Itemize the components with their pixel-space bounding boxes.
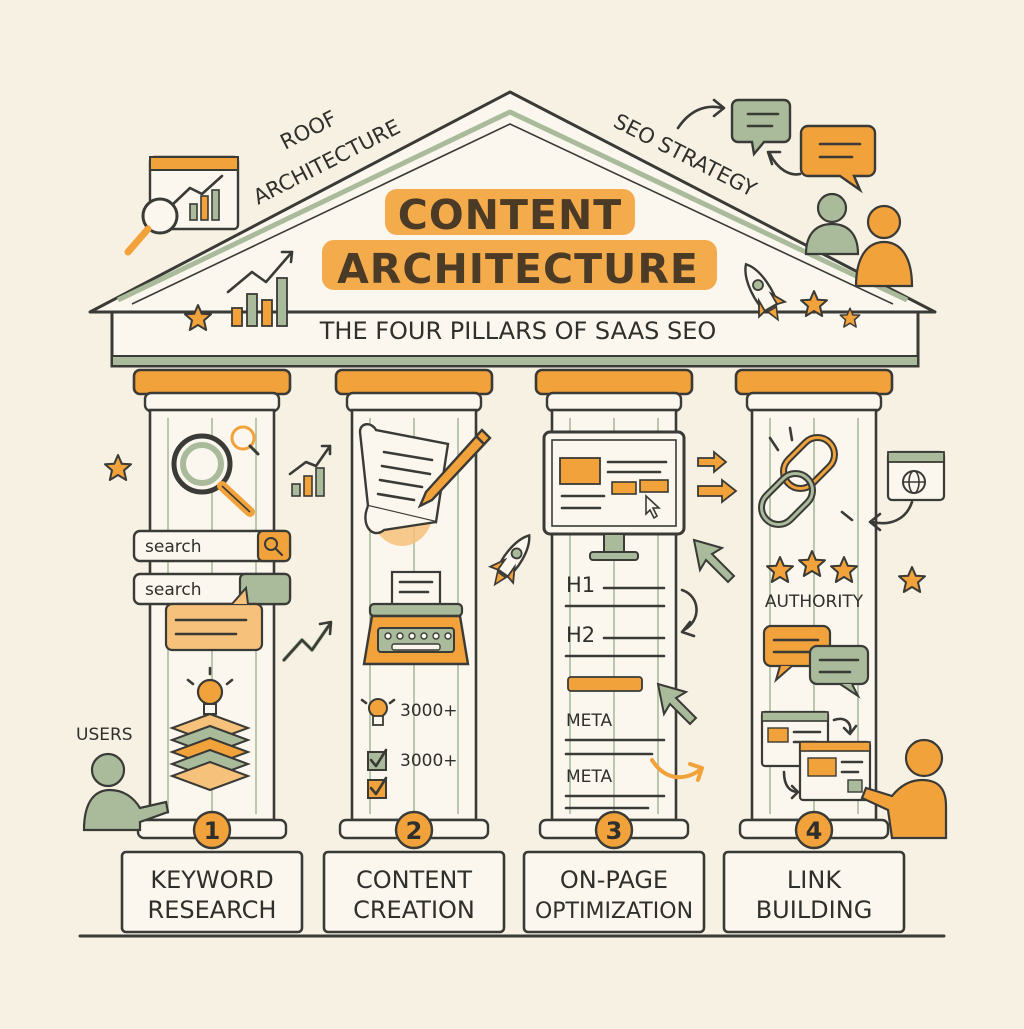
- chat-bubble-icon: [164, 585, 264, 652]
- chat-bubble-icon: [799, 124, 877, 194]
- search-bar-2: search: [132, 572, 292, 606]
- search-text-1: search: [145, 537, 201, 557]
- rocket-icon: [487, 533, 531, 587]
- arrow-icon: [697, 450, 738, 504]
- browser-windows-icon: [760, 710, 872, 802]
- star-icon: [898, 566, 926, 593]
- chat-bubble-icon: [730, 98, 792, 157]
- meta-label-1: META: [566, 711, 612, 731]
- rocket-icon: [744, 262, 788, 322]
- title-line1: CONTENT: [398, 191, 623, 239]
- word-count-1: 3000+: [400, 701, 458, 721]
- number-badge-4: 4: [794, 810, 834, 850]
- number-badge-3: 3: [594, 810, 634, 850]
- title-line2: ARCHITECTURE: [337, 245, 699, 293]
- checkbox-icon: [367, 776, 388, 799]
- title-highlight-1: [385, 189, 635, 235]
- heading-h1: H1: [566, 573, 595, 597]
- pillar-label-1-line1: KEYWORD: [150, 866, 273, 894]
- user-icon: [860, 738, 948, 840]
- trend-arrow-icon: [282, 620, 333, 662]
- pillar-label-3-line2: OPTIMIZATION: [535, 899, 693, 924]
- pillar-number-4: 4: [806, 817, 823, 845]
- pillar-label-2-line1: CONTENT: [356, 866, 472, 894]
- pillar-label-4-line1: LINK: [787, 866, 842, 894]
- search-text-2: search: [145, 580, 201, 600]
- magnifier-icon: [124, 197, 179, 256]
- pillar-base-2: CONTENT CREATION: [322, 850, 506, 934]
- word-count-2: 3000+: [400, 751, 458, 771]
- star-icon: [104, 454, 132, 481]
- user-icon: [854, 204, 914, 288]
- lightbulb-icon: [360, 698, 396, 726]
- checkbox-icon: [367, 748, 388, 771]
- pillar-label-1-line2: RESEARCH: [148, 896, 277, 924]
- meta-label-2: META: [566, 767, 612, 787]
- chat-bubble-icon: [808, 644, 870, 699]
- bar-chart-icon: [288, 444, 332, 497]
- pen-icon: [417, 428, 492, 509]
- layers-icon: [169, 712, 251, 792]
- highlight-bar: [567, 676, 643, 692]
- subtitle: THE FOUR PILLARS OF SAAS SEO: [319, 317, 717, 345]
- users-label: USERS: [76, 725, 133, 745]
- cursor-icon: [656, 682, 698, 726]
- pillar-base-1: KEYWORD RESEARCH: [120, 850, 304, 934]
- pillar-label-3-line1: ON-PAGE: [560, 866, 668, 894]
- cursor-icon: [692, 538, 736, 584]
- bar-chart-icon: [226, 250, 294, 327]
- title-highlight-2: [322, 240, 717, 290]
- user-icon: [82, 752, 170, 832]
- number-badge-2: 2: [394, 810, 434, 850]
- pillar-label-2-line2: CREATION: [353, 896, 475, 924]
- globe-icon: [886, 450, 946, 502]
- pillar-number-2: 2: [406, 817, 423, 845]
- magnifier-icon: [171, 425, 260, 517]
- typewriter-icon: [362, 570, 470, 666]
- search-bar-1: search: [132, 529, 292, 563]
- chain-link-icon: [758, 426, 854, 528]
- pillar-base-3: ON-PAGE OPTIMIZATION: [522, 850, 706, 934]
- number-badge-1: 1: [192, 810, 232, 850]
- authority-label: AUTHORITY: [765, 592, 864, 612]
- cursor-icon: [645, 494, 662, 520]
- user-icon: [804, 192, 860, 256]
- pillar-label-4-line2: BUILDING: [756, 896, 873, 924]
- pillar-number-1: 1: [204, 817, 221, 845]
- pillar-number-3: 3: [606, 817, 623, 845]
- lightbulb-icon: [186, 666, 234, 715]
- heading-h2: H2: [566, 623, 595, 647]
- pillar-base-4: LINK BUILDING: [722, 850, 906, 934]
